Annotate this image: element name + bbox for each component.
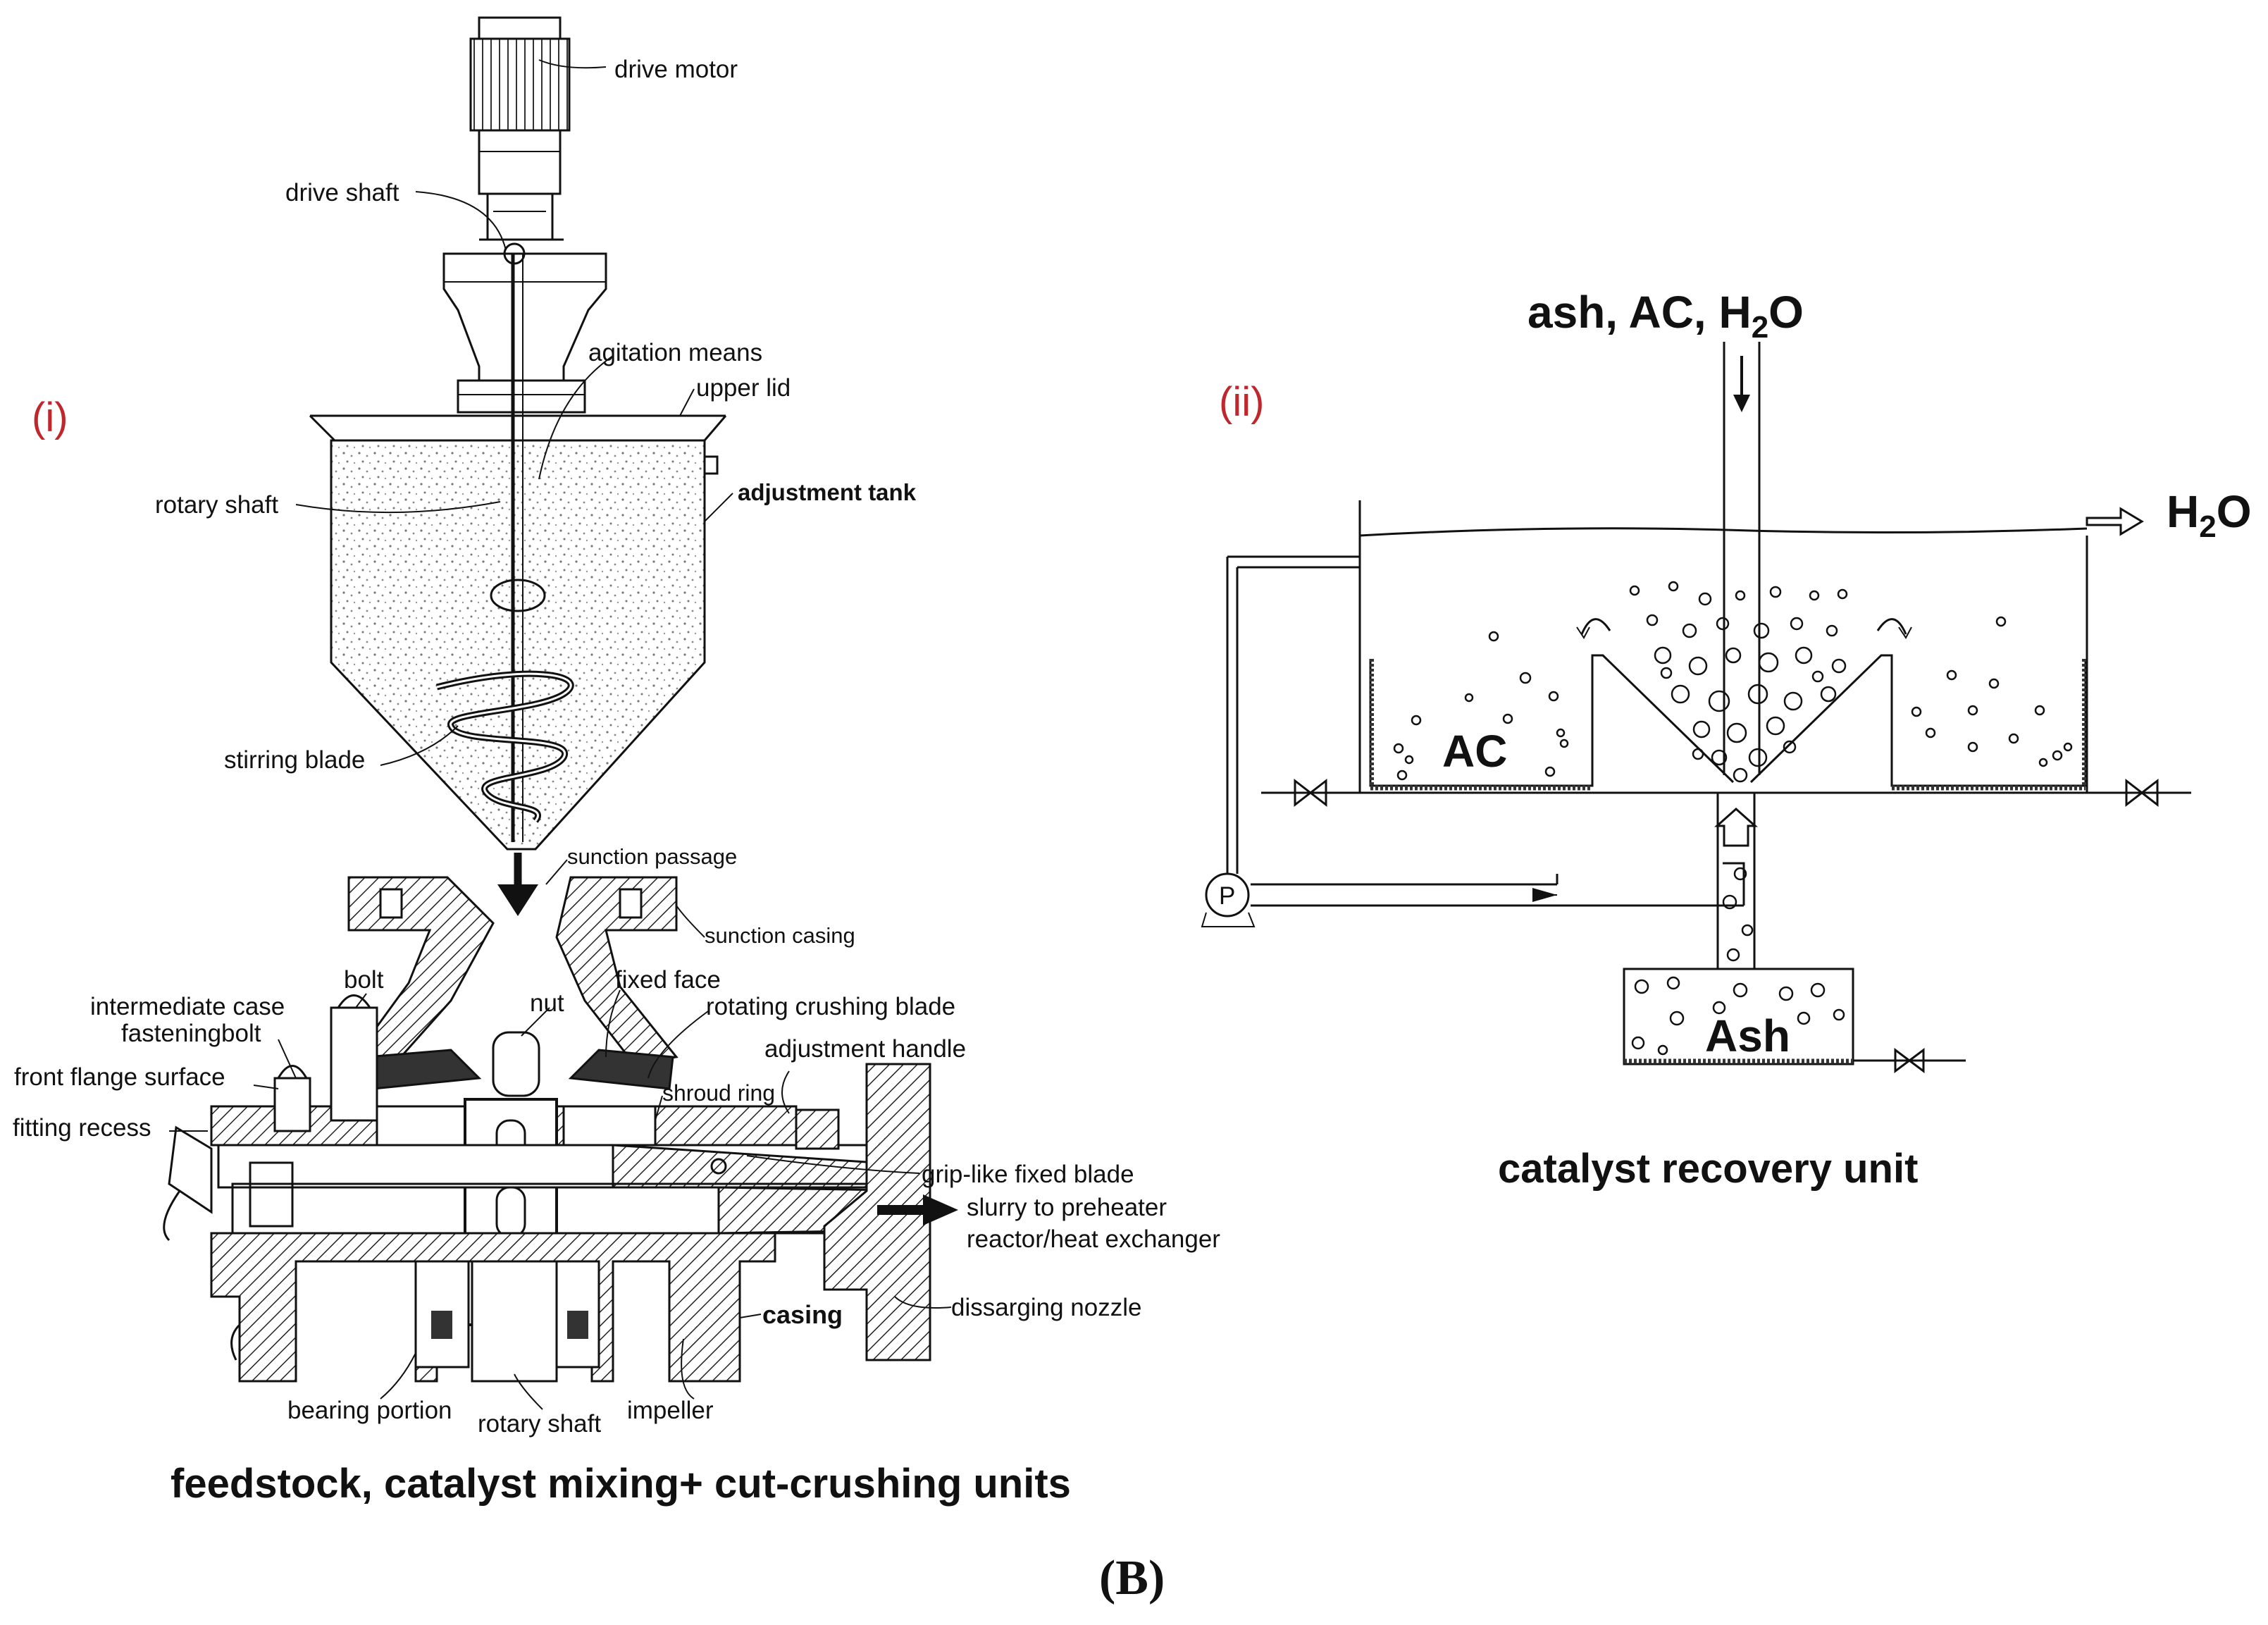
label-stirring-blade: stirring blade (224, 746, 365, 774)
label-grip-like-fixed-blade: grip-like fixed blade (922, 1161, 1134, 1188)
label-sunction-passage: sunction passage (567, 844, 737, 869)
pump-label: P (1219, 882, 1235, 910)
ac-label: AC (1442, 726, 1507, 777)
drive-motor-drawing (442, 16, 607, 414)
label-adjustment-tank: adjustment tank (738, 479, 917, 505)
label-impeller: impeller (627, 1397, 714, 1424)
left-caption: feedstock, catalyst mixing+ cut-crushing… (171, 1461, 1071, 1507)
adjustment-tank-drawing (309, 254, 727, 916)
leader-lines (169, 59, 952, 1410)
label-intermediate-case: intermediate case (90, 993, 285, 1020)
label-adjustment-handle: adjustment handle (764, 1035, 966, 1063)
label-upper-lid: upper lid (696, 374, 791, 402)
label-bolt: bolt (344, 966, 384, 994)
label-slurry-line1: slurry to preheater (967, 1194, 1167, 1221)
label-slurry-line2: reactor/heat exchanger (967, 1225, 1220, 1253)
label-fixed-face: fixed face (615, 966, 721, 994)
figure-label: (B) (1099, 1551, 1165, 1605)
label-rotary-shaft-top: rotary shaft (155, 491, 278, 519)
label-fasteningbolt: fasteningbolt (121, 1020, 261, 1047)
label-fitting-recess: fitting recess (13, 1114, 151, 1142)
suction-casing-drawing (347, 876, 678, 1065)
label-rotary-shaft-bottom: rotary shaft (478, 1410, 601, 1438)
label-shroud-ring: shroud ring (662, 1080, 775, 1106)
ash-tank: Ash (1623, 968, 1966, 1073)
label-front-flange-surface: front flange surface (14, 1063, 225, 1091)
label-bearing-portion: bearing portion (287, 1397, 452, 1424)
pump: P (1201, 555, 1745, 927)
label-rotating-crushing-blade: rotating crushing blade (706, 993, 955, 1020)
panel-tag-ii: (ii) (1219, 379, 1264, 425)
label-casing: casing (762, 1300, 843, 1329)
outlet-label: H2O (2167, 486, 2251, 544)
label-nut: nut (530, 989, 564, 1017)
right-panel: (ii) ash, AC, H2O H2O (1201, 287, 2251, 1192)
crushing-section-drawing (163, 994, 958, 1383)
left-panel: (i) (13, 16, 1220, 1507)
inlet-label: ash, AC, H2O (1528, 287, 1804, 345)
right-caption: catalyst recovery unit (1498, 1146, 1918, 1192)
label-drive-shaft: drive shaft (285, 179, 399, 206)
bubbles (1393, 581, 2073, 783)
ash-label: Ash (1705, 1011, 1790, 1061)
panel-tag-i: (i) (32, 395, 68, 440)
label-dissarging-nozzle: dissarging nozzle (951, 1294, 1141, 1321)
label-sunction-casing: sunction casing (705, 923, 855, 948)
label-agitation-means: agitation means (588, 339, 762, 366)
label-drive-motor: drive motor (614, 56, 738, 83)
